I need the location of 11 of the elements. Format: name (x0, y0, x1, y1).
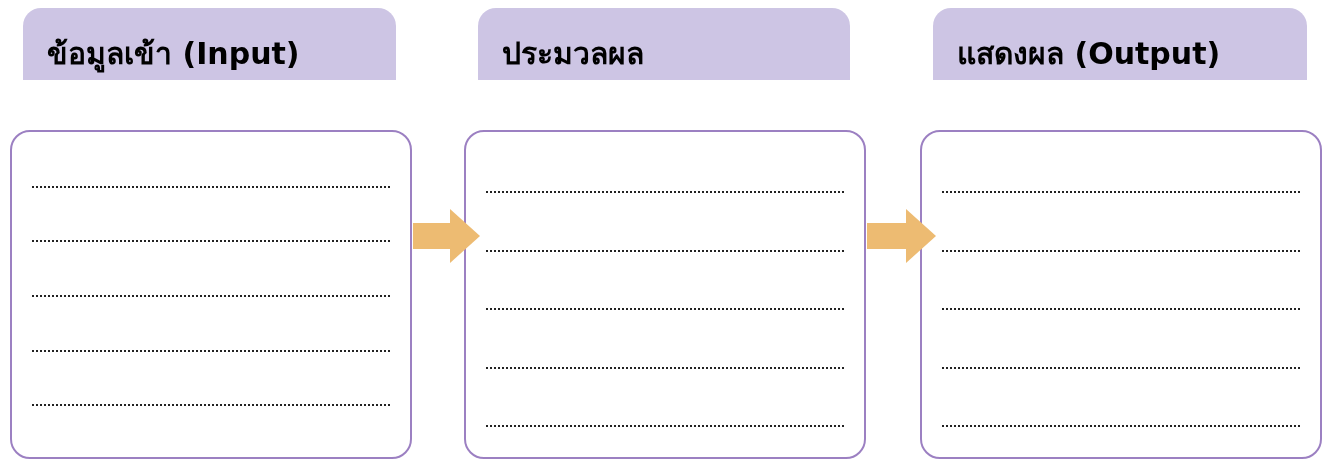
heading-text: ข้อมูลเข้า (Input) (47, 36, 300, 71)
answer-box (10, 130, 412, 459)
heading-tab (933, 8, 1307, 80)
answer-box (920, 130, 1322, 459)
arrow (413, 209, 480, 263)
heading-tab (478, 8, 850, 80)
heading-text: แสดงผล (Output) (957, 36, 1221, 71)
heading-tab (23, 8, 396, 80)
heading-text: ประมวลผล (502, 36, 644, 71)
answer-box (464, 130, 866, 459)
arrow (867, 209, 936, 263)
